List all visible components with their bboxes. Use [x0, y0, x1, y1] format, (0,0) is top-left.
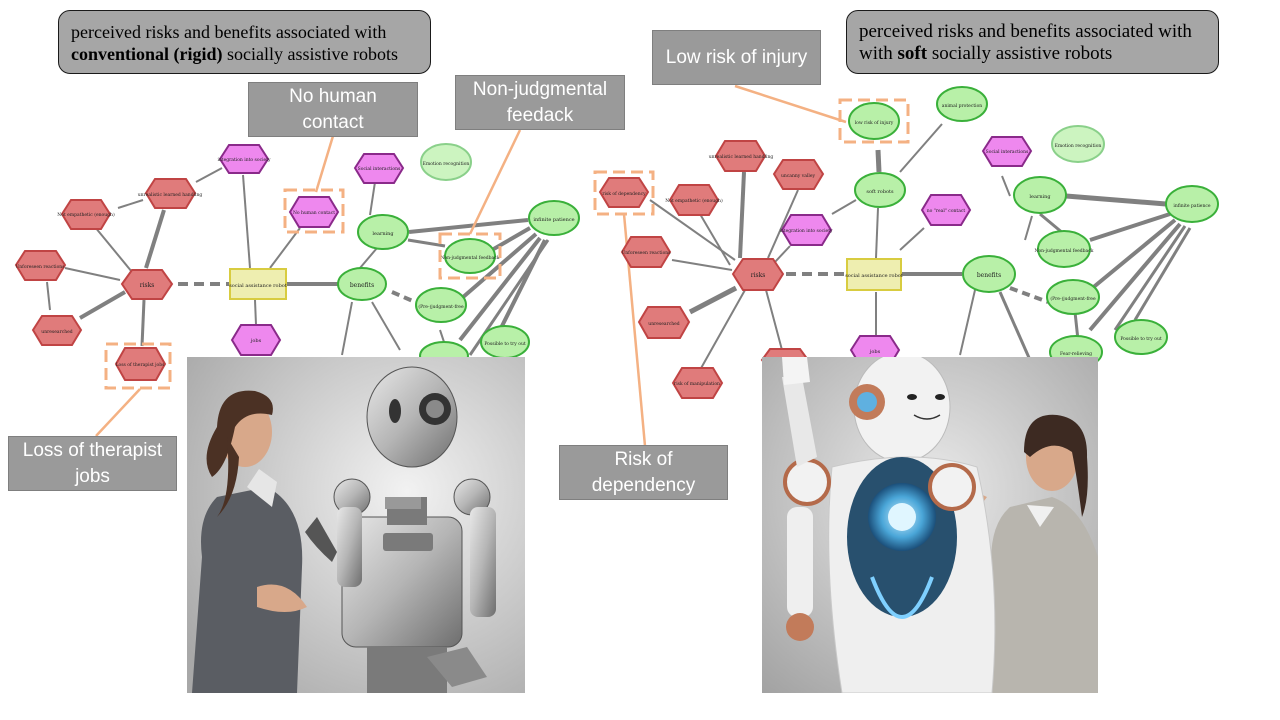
svg-text:Not empathetic (enough): Not empathetic (enough): [57, 211, 115, 218]
svg-text:soft robots: soft robots: [866, 189, 894, 195]
left-non-judgmental-node: [444, 238, 496, 274]
svg-text:Unforeseen reactions: Unforeseen reactions: [15, 264, 65, 270]
left-unresearched-node: [31, 315, 83, 346]
highlight-non-judgmental: [438, 232, 502, 280]
right-integration-node: [780, 214, 833, 246]
svg-text:Possible to try out: Possible to try out: [1120, 336, 1162, 342]
left-center-node: [229, 268, 287, 300]
left-graph-edges: [46, 167, 550, 356]
rigid-robot-image: [187, 357, 525, 693]
svg-text:integration into society: integration into society: [779, 228, 833, 234]
highlight-dependency: [593, 170, 655, 216]
left-social-node: [353, 153, 405, 184]
svg-text:(Pre-)judgment-free: (Pre-)judgment-free: [1050, 295, 1096, 302]
svg-text:uncanny valley: uncanny valley: [781, 173, 816, 179]
svg-text:benefits: benefits: [977, 272, 1001, 279]
left-not-empathetic-node: [60, 199, 112, 230]
svg-text:learning: learning: [372, 231, 394, 237]
left-benefits-node: [337, 267, 387, 301]
svg-text:No human contact: No human contact: [293, 210, 335, 216]
right-manipulation-node: [671, 367, 724, 399]
highlight-no-contact: [283, 188, 345, 234]
callout-risk-dependency: Risk of dependency: [559, 445, 728, 500]
svg-text:Unforeseen reactions: Unforeseen reactions: [621, 250, 671, 256]
left-pre-judgment-node: [415, 287, 467, 323]
right-not-empathetic-node: [668, 184, 720, 216]
svg-text:Possible to try out: Possible to try out: [484, 341, 526, 347]
right-dependency-node: [598, 177, 650, 208]
left-loss-jobs-node: [114, 347, 167, 381]
callout-non-judgmental: Non-judgmental feedack: [455, 75, 625, 130]
svg-text:benefits: benefits: [350, 282, 374, 289]
right-emotion-node: [1051, 125, 1105, 163]
right-low-risk-node: [848, 102, 900, 140]
right-unforeseen-node: [620, 236, 672, 268]
svg-text:jobs: jobs: [869, 349, 881, 355]
svg-text:jobs: jobs: [250, 338, 262, 344]
svg-text:Non-judgmental feedback: Non-judgmental feedback: [1035, 248, 1094, 254]
left-integration-node: [218, 144, 270, 174]
svg-text:unrealistic learned handling: unrealistic learned handling: [709, 154, 774, 160]
svg-text:learning: learning: [1029, 194, 1051, 200]
right-non-judgmental-node: [1037, 230, 1091, 268]
svg-text:(Pre-)judgment-free: (Pre-)judgment-free: [418, 303, 464, 310]
svg-text:low risk of injury: low risk of injury: [855, 120, 894, 126]
svg-text:infinite patience: infinite patience: [533, 217, 574, 223]
left-unrealistic-node: [144, 178, 197, 209]
right-try-out-node: [1114, 319, 1168, 355]
right-patience-node: [1165, 185, 1219, 223]
svg-text:risks: risks: [751, 272, 766, 279]
svg-text:social assistance robot: social assistance robot: [845, 273, 903, 279]
svg-text:unresearched: unresearched: [41, 329, 72, 335]
left-unforeseen-node: [14, 250, 67, 281]
right-unrealistic-node: [714, 140, 767, 172]
left-patience-node: [528, 200, 580, 236]
svg-text:unresearched: unresearched: [648, 321, 679, 327]
callout-low-risk: Low risk of injury: [652, 30, 821, 85]
svg-text:Emotion recognition: Emotion recognition: [1055, 143, 1102, 149]
svg-text:Non-judgmental feedback: Non-judgmental feedback: [441, 255, 500, 261]
right-center-node: [846, 258, 902, 291]
title-right: perceived risks and benefits associated …: [846, 10, 1219, 74]
callout-no-human-contact: No human contact: [248, 82, 418, 137]
highlight-low-risk: [838, 98, 910, 144]
left-jobs-node: [230, 324, 282, 356]
svg-text:risk of manipulation: risk of manipulation: [674, 381, 720, 387]
highlight-boxes: [104, 98, 910, 390]
svg-text:Social interactions: Social interactions: [358, 166, 401, 172]
svg-text:Social interactions: Social interactions: [986, 149, 1029, 155]
svg-text:animal protection: animal protection: [942, 103, 983, 109]
left-emotion-node: [420, 143, 472, 181]
callout-loss-jobs: Loss of therapist jobs: [8, 436, 177, 491]
right-soft-node: [854, 172, 906, 208]
right-benefits-node: [962, 255, 1016, 293]
right-animal-node: [936, 86, 988, 122]
svg-text:Not empathetic (enough): Not empathetic (enough): [665, 197, 723, 204]
right-social-node: [981, 136, 1033, 167]
svg-text:Fear-relieving: Fear-relieving: [1060, 351, 1092, 357]
svg-text:integration into society: integration into society: [217, 157, 271, 163]
right-unresearched-node: [637, 306, 691, 339]
svg-text:Loss of therapist jobs: Loss of therapist jobs: [116, 362, 166, 368]
svg-text:no "real" contact: no "real" contact: [927, 208, 966, 214]
soft-robot-image: [762, 357, 1098, 693]
svg-text:unrealistic learned handling: unrealistic learned handling: [138, 192, 203, 198]
right-learning-node: [1013, 176, 1067, 214]
right-no-real-contact-node: [920, 194, 972, 226]
left-no-contact-node: [288, 196, 340, 228]
left-risks-node: [120, 269, 174, 300]
right-pre-judgment-node: [1046, 279, 1100, 315]
right-graph-nodes: social assistance robot risks benefits l…: [598, 86, 1219, 399]
title-left: perceived risks and benefits associated …: [58, 10, 431, 74]
right-risks-node: [731, 258, 785, 291]
svg-text:risks: risks: [140, 282, 155, 289]
svg-text:risk of dependency: risk of dependency: [602, 191, 646, 197]
left-learning-node: [357, 214, 409, 250]
right-uncanny-node: [772, 159, 825, 190]
svg-text:Emotion recognition: Emotion recognition: [423, 161, 470, 167]
left-graph-nodes: social assistance robot risks benefits i…: [14, 143, 580, 381]
svg-text:infinite patience: infinite patience: [1173, 203, 1210, 209]
svg-text:social assistance robot: social assistance robot: [229, 283, 287, 289]
